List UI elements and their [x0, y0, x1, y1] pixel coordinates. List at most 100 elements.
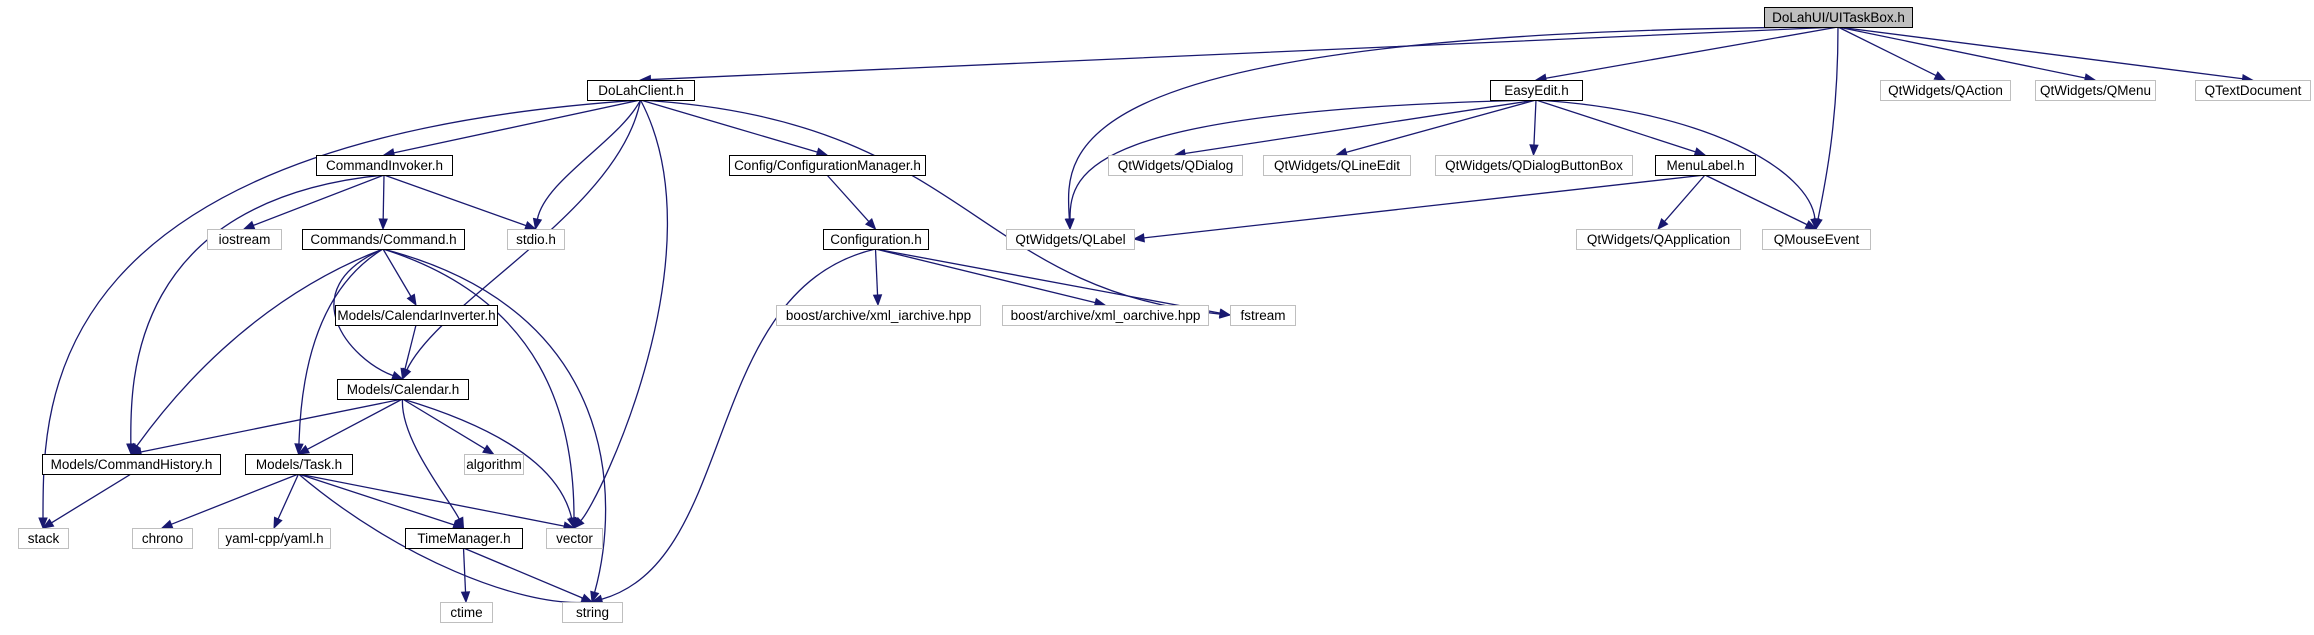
- arrowhead-commandhistory-to-stack: [41, 518, 55, 529]
- edge-configuration-to-xmloarchive: [875, 248, 1096, 304]
- node-box: [1764, 7, 1913, 28]
- edge-uitaskbox-to-dolahclient: [650, 26, 1839, 81]
- edge-uitaskbox-to-qmouseevent: [1817, 26, 1839, 220]
- edge-dolahclient-to-fstream: [640, 99, 1221, 315]
- node-label: QtWidgets/QApplication: [1587, 232, 1730, 247]
- node-qmouseevent[interactable]: QMouseEvent: [1762, 229, 1871, 250]
- node-stack[interactable]: stack: [18, 528, 69, 549]
- node-label: EasyEdit.h: [1504, 83, 1569, 98]
- edge-easyedit-to-qdialog: [1184, 99, 1537, 155]
- edge-easyedit-to-qdialogbuttonbox: [1533, 99, 1537, 146]
- node-box: [245, 454, 353, 475]
- arrowhead-configuration-to-fstream: [1218, 308, 1232, 318]
- edge-dolahclient-to-stdio: [536, 99, 642, 220]
- edge-task-to-chrono: [171, 473, 299, 525]
- node-qaction[interactable]: QtWidgets/QAction: [1880, 80, 2011, 101]
- node-yaml[interactable]: yaml-cpp/yaml.h: [218, 528, 331, 549]
- node-label: boost/archive/xml_oarchive.hpp: [1011, 308, 1201, 323]
- edge-commandinvoker-to-iostream: [253, 174, 385, 227]
- edge-configmanager-to-configuration: [826, 174, 870, 222]
- node-box: [1435, 155, 1633, 176]
- node-box: [2035, 80, 2156, 101]
- edge-easyedit-to-qmouseevent: [1535, 99, 1816, 220]
- node-timemanager[interactable]: TimeManager.h: [405, 528, 523, 549]
- node-configmanager[interactable]: Config/ConfigurationManager.h: [729, 155, 926, 176]
- node-box: [132, 528, 193, 549]
- node-calendarinverter[interactable]: Models/CalendarInverter.h: [335, 305, 498, 326]
- arrowhead-command-to-task: [294, 443, 304, 456]
- node-box: [42, 454, 221, 475]
- node-qlabel[interactable]: QtWidgets/QLabel: [1006, 229, 1135, 250]
- node-commandinvoker[interactable]: CommandInvoker.h: [316, 155, 453, 176]
- edge-dolahclient-to-vector: [580, 99, 668, 522]
- node-label: Models/CommandHistory.h: [51, 457, 213, 472]
- node-easyedit[interactable]: EasyEdit.h: [1490, 80, 1583, 101]
- node-algorithm[interactable]: algorithm: [464, 454, 524, 475]
- arrowhead-calendar-to-algorithm: [482, 444, 495, 455]
- node-uitaskbox[interactable]: DoLahUI/UITaskBox.h: [1764, 7, 1913, 28]
- node-label: Config/ConfigurationManager.h: [734, 158, 921, 173]
- node-qdialogbuttonbox[interactable]: QtWidgets/QDialogButtonBox: [1435, 155, 1633, 176]
- node-box: [1263, 155, 1411, 176]
- node-qtextdocument[interactable]: QTextDocument: [2195, 80, 2311, 101]
- node-label: QtWidgets/QDialog: [1118, 158, 1234, 173]
- node-menulabel[interactable]: MenuLabel.h: [1655, 155, 1756, 176]
- node-box: [1762, 229, 1871, 250]
- node-stdio[interactable]: stdio.h: [507, 229, 565, 250]
- node-xmliarchive[interactable]: boost/archive/xml_iarchive.hpp: [776, 305, 981, 326]
- node-commandhistory[interactable]: Models/CommandHistory.h: [42, 454, 221, 475]
- node-ctime[interactable]: ctime: [440, 602, 493, 623]
- node-label: vector: [556, 531, 593, 546]
- node-chrono[interactable]: chrono: [132, 528, 193, 549]
- node-box: [316, 155, 453, 176]
- node-box: [440, 602, 493, 623]
- arrowhead-calendarinverter-to-calendar: [400, 367, 410, 381]
- arrowhead-easyedit-to-menulabel: [1693, 147, 1707, 157]
- node-label: stack: [28, 531, 60, 546]
- node-configuration[interactable]: Configuration.h: [823, 229, 929, 250]
- node-box: [507, 229, 565, 250]
- edge-task-to-string: [298, 473, 583, 604]
- edge-dolahclient-to-configmanager: [640, 99, 818, 153]
- node-command[interactable]: Commands/Command.h: [302, 229, 465, 250]
- edge-uitaskbox-to-qmenu: [1837, 26, 2086, 79]
- edge-menulabel-to-qmouseevent: [1704, 174, 1808, 226]
- node-calendar[interactable]: Models/Calendar.h: [337, 379, 469, 400]
- arrowhead-command-to-calendarinverter: [406, 293, 417, 307]
- node-box: [587, 80, 695, 101]
- node-dolahclient[interactable]: DoLahClient.h: [587, 80, 695, 101]
- node-label: QtWidgets/QLabel: [1015, 232, 1125, 247]
- node-box: [776, 305, 981, 326]
- arrowhead-configuration-to-xmliarchive: [872, 294, 883, 307]
- edge-uitaskbox-to-easyedit: [1545, 26, 1839, 79]
- arrowhead-menulabel-to-qapplication: [1657, 217, 1669, 231]
- node-qlineedit[interactable]: QtWidgets/QLineEdit: [1263, 155, 1411, 176]
- node-task[interactable]: Models/Task.h: [245, 454, 353, 475]
- node-string[interactable]: string: [562, 602, 623, 623]
- node-qmenu[interactable]: QtWidgets/QMenu: [2035, 80, 2156, 101]
- node-iostream[interactable]: iostream: [207, 229, 282, 250]
- arrowhead-timemanager-to-ctime: [460, 591, 471, 604]
- node-qapplication[interactable]: QtWidgets/QApplication: [1576, 229, 1741, 250]
- node-label: fstream: [1240, 308, 1285, 323]
- node-box: [337, 379, 469, 400]
- node-box: [18, 528, 69, 549]
- arrowhead-menulabel-to-qlabel: [1132, 233, 1145, 243]
- edge-easyedit-to-qlineedit: [1345, 99, 1537, 153]
- node-qdialog[interactable]: QtWidgets/QDialog: [1108, 155, 1243, 176]
- node-fstream[interactable]: fstream: [1230, 305, 1296, 326]
- edge-commandhistory-to-stack: [51, 473, 132, 524]
- node-vector[interactable]: vector: [546, 528, 603, 549]
- node-label: QtWidgets/QDialogButtonBox: [1445, 158, 1623, 173]
- edge-calendar-to-timemanager: [401, 398, 460, 520]
- node-box: [1006, 229, 1135, 250]
- edge-calendar-to-algorithm: [402, 398, 486, 450]
- arrowhead-calendar-to-task: [297, 444, 310, 455]
- arrowhead-dolahclient-to-stdio: [532, 217, 543, 231]
- arrowhead-commandinvoker-to-iostream: [242, 220, 256, 230]
- node-label: Models/Task.h: [256, 457, 342, 472]
- node-label: stdio.h: [516, 232, 556, 247]
- arrowhead-easyedit-to-qmouseevent: [1810, 218, 1820, 231]
- node-label: Models/Calendar.h: [347, 382, 460, 397]
- node-xmloarchive[interactable]: boost/archive/xml_oarchive.hpp: [1002, 305, 1209, 326]
